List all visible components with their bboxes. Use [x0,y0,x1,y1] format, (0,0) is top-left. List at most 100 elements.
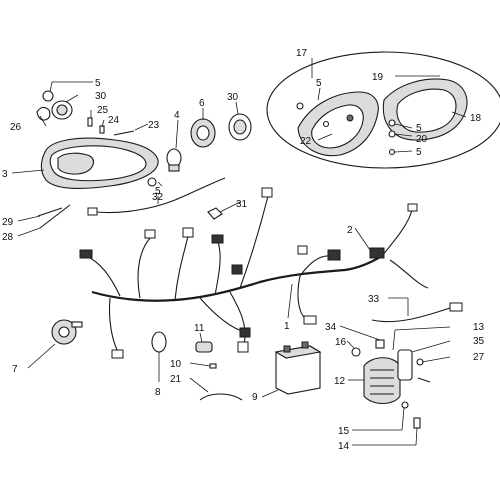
callout-5-inset-bot: 5 [416,147,422,158]
callout-11: 11 [194,323,205,334]
regulator-12 [363,357,401,405]
harness-conn-9 [111,349,124,359]
harness-branch-6 [299,255,331,277]
harness-conn-6 [327,249,341,261]
harness-branch-7 [297,275,311,321]
wire-33-group [371,302,463,323]
callout-26: 26 [10,122,22,133]
callout-30-left: 30 [95,91,107,102]
harness-branch-8 [199,297,246,333]
callout-27: 27 [473,352,485,363]
connector-2 [369,247,385,259]
callout-14: 14 [338,441,350,452]
callout-5-inset-top: 5 [316,78,322,89]
screw-27 [417,377,431,383]
callout-4: 4 [174,110,180,121]
inset-bulb-3 [388,130,396,138]
headlight-reflector [57,152,95,175]
harness-conn-11 [297,245,308,255]
callout-31: 31 [236,199,248,210]
horn-bracket [71,321,83,328]
battery-group [274,341,322,395]
bulb-holders [147,113,252,187]
horn-group [51,319,83,345]
callout-16: 16 [335,337,347,348]
callout-34: 34 [325,322,337,333]
callout-17: 17 [296,48,308,59]
harness-branch-9 [108,297,119,353]
wire-33 [371,307,451,323]
relay-35 [397,349,413,381]
wire-32 [95,177,226,214]
harness-conn-4 [211,234,224,244]
callout-3: 3 [2,169,8,180]
harness-conn-2 [144,229,156,239]
bolt-14 [413,417,421,429]
screw-23 [113,130,135,136]
inset-screw-1 [388,148,396,156]
callout-5-bulb: 5 [155,186,161,197]
holder-6-inner [196,125,210,141]
ring-8 [151,331,167,353]
callout-32: 32 [152,192,164,203]
washer-15 [401,401,409,409]
connector-32 [87,207,98,216]
holder-30-right-inner [233,119,247,135]
harness-trunk [91,255,383,302]
callout-30-right: 30 [227,92,239,103]
battery-top [274,345,322,359]
callout-19: 19 [372,72,384,83]
screw-25 [87,117,93,127]
callout-35: 35 [473,336,485,347]
strap-21 [199,393,243,401]
callout-13: 13 [473,322,485,333]
callout-25: 25 [97,105,109,116]
connector-2b [407,203,418,212]
callout-15: 15 [338,426,350,437]
harness-branch-5 [239,195,269,289]
bulb-5-small [147,177,157,187]
harness-branch-2 [137,237,151,299]
callout-1: 1 [284,321,290,332]
callout-9: 9 [252,392,258,403]
callout-21: 21 [170,374,182,385]
wire-2 [381,209,429,289]
harness-branch-10 [229,291,246,346]
inset-bulb-1 [296,102,304,110]
callout-22: 22 [300,136,312,147]
callout-7: 7 [12,364,18,375]
inset-screw-3 [322,120,330,128]
callout-8: 8 [155,387,161,398]
bulb-4-base [168,164,180,172]
callout-28: 28 [2,232,14,243]
regulator-fins [370,369,394,395]
regulator-group [351,339,431,429]
screw-29 [37,207,63,217]
harness-branch-1 [85,255,121,297]
callout-24: 24 [108,115,120,126]
headlight-group [36,90,159,229]
inset-screw-2 [346,114,354,122]
callout-12: 12 [334,376,346,387]
bulb-5-left [42,90,54,102]
harness-conn-8 [239,327,251,338]
harness-conn-5 [261,187,273,198]
harness-conn-12 [231,264,243,275]
harness-branch-3 [174,235,189,301]
callout-labels: 17 5 19 18 5 20 5 22 5 30 26 25 24 23 3 … [2,48,485,452]
wire-32-group [87,177,226,220]
main-harness [79,187,383,359]
callout-23: 23 [148,120,160,131]
callout-6: 6 [199,98,205,109]
harness-conn-3 [182,227,194,238]
harness-conn-1 [79,249,93,259]
indicator-inset [266,51,500,169]
bulb-26 [36,106,51,121]
callout-2: 2 [347,225,353,236]
battery-terminal-1 [283,345,291,353]
connector-33 [449,302,463,312]
harness-conn-7 [303,315,317,325]
harness-branch-4 [214,241,221,296]
screw-16 [351,347,361,357]
